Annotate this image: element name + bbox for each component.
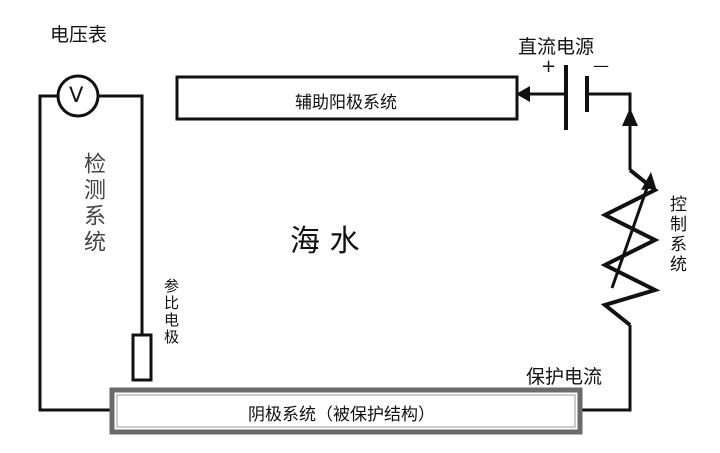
wire-voltmeter-right bbox=[98, 94, 144, 335]
cathode-system-inner-border bbox=[116, 394, 576, 428]
arrow-into-anode bbox=[516, 86, 530, 102]
auxiliary-anode-label: 辅助阳极系统 bbox=[295, 93, 397, 113]
wire-control-to-cathode bbox=[580, 325, 632, 412]
reference-electrode-box bbox=[131, 333, 153, 382]
control-system-label: 控制系统 bbox=[666, 195, 686, 275]
voltmeter-symbol: V bbox=[69, 83, 84, 107]
battery-minus-label: — bbox=[593, 56, 609, 75]
seawater-label: 海 水 bbox=[290, 224, 360, 259]
protection-current-label: 保护电流 bbox=[526, 366, 603, 388]
reference-electrode-label: 参比电极 bbox=[162, 278, 180, 346]
detection-system-label: 检测系统 bbox=[80, 152, 105, 256]
arrow-up-control bbox=[622, 108, 638, 126]
variable-resistor-arrow-head bbox=[641, 172, 656, 190]
cathode-system-label: 阴极系统（被保护结构） bbox=[248, 405, 435, 425]
battery-plus-label: + bbox=[541, 56, 557, 77]
auxiliary-anode-box bbox=[175, 75, 519, 121]
voltmeter-label: 电压表 bbox=[50, 24, 108, 46]
variable-resistor-zigzag bbox=[600, 168, 661, 327]
wire-voltmeter-left bbox=[38, 94, 112, 412]
cathode-system-box bbox=[109, 387, 583, 435]
variable-resistor-arrow-line bbox=[610, 184, 650, 289]
wire-battery-to-control bbox=[588, 92, 632, 170]
dc-power-label: 直流电源 bbox=[518, 36, 595, 58]
voltmeter-circle bbox=[56, 74, 100, 118]
